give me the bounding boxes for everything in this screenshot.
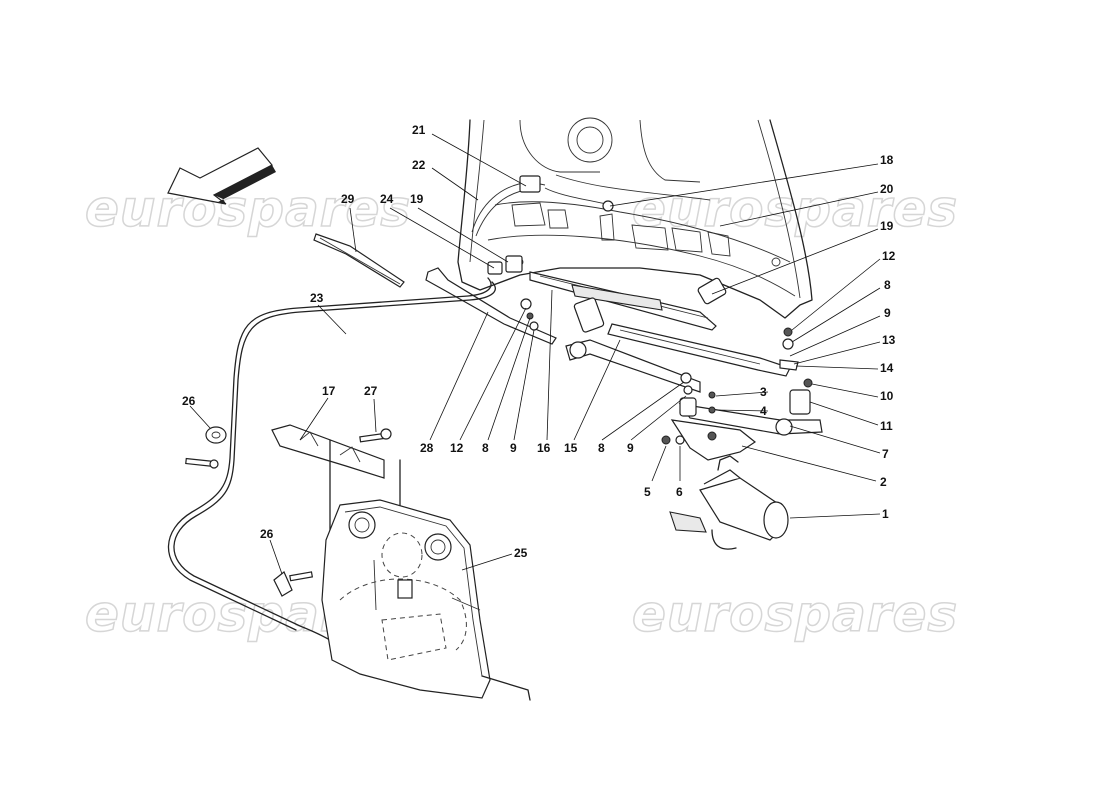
callout-17: 17	[322, 384, 336, 398]
callout-10: 10	[880, 389, 894, 403]
callout-labels: 21 22 29 24 19 18 20 19 12 8 9 13 14 10 …	[182, 123, 896, 560]
callout-22: 22	[412, 158, 426, 172]
wiper-blade-left	[313, 233, 405, 288]
callout-6: 6	[676, 485, 683, 499]
bonnet-panel	[457, 117, 813, 319]
callout-8-mid: 8	[598, 441, 605, 455]
washer-hose	[167, 277, 496, 653]
callout-2: 2	[880, 475, 887, 489]
callout-5: 5	[644, 485, 651, 499]
callout-19-left: 19	[410, 192, 424, 206]
callout-12-left: 12	[450, 441, 464, 455]
callout-15: 15	[564, 441, 578, 455]
wiper-linkage	[565, 339, 823, 461]
callout-13: 13	[882, 333, 896, 347]
wiper-arm-left	[425, 267, 557, 345]
leader-lines	[189, 133, 881, 575]
callout-18: 18	[880, 153, 894, 167]
wiper-motor	[669, 455, 789, 550]
callout-23: 23	[310, 291, 324, 305]
callout-25: 25	[514, 546, 528, 560]
callout-3: 3	[760, 385, 767, 399]
callout-19-right: 19	[880, 219, 894, 233]
callout-20: 20	[880, 182, 894, 196]
callout-9-right: 9	[884, 306, 891, 320]
pivot-assembly-right	[661, 327, 813, 445]
callout-4: 4	[760, 404, 767, 418]
callout-27: 27	[364, 384, 378, 398]
callout-1: 1	[882, 507, 889, 521]
mounting-bolt	[359, 428, 392, 443]
callout-8-right: 8	[884, 278, 891, 292]
callout-26-upper: 26	[182, 394, 196, 408]
callout-9-left: 9	[510, 441, 517, 455]
wiper-blade-right	[529, 271, 717, 331]
callout-14: 14	[880, 361, 894, 375]
callout-29: 29	[341, 192, 355, 206]
callout-9-mid: 9	[627, 441, 634, 455]
callout-8-left: 8	[482, 441, 489, 455]
pivot-fasteners-left	[520, 298, 539, 331]
callout-28: 28	[420, 441, 434, 455]
hose-clip-lower	[273, 571, 314, 597]
watermark-bottom-right: eurospares	[631, 584, 959, 644]
callout-11: 11	[880, 419, 893, 433]
washer-reservoir	[321, 499, 531, 701]
callout-16: 16	[537, 441, 551, 455]
callout-24: 24	[380, 192, 394, 206]
wiper-arm-right	[573, 297, 791, 377]
callout-21: 21	[412, 123, 426, 137]
callout-26-lower: 26	[260, 527, 274, 541]
direction-arrow-icon	[167, 147, 276, 205]
callout-7: 7	[882, 447, 889, 461]
callout-12-right: 12	[882, 249, 896, 263]
hose-clip-upper	[185, 426, 227, 469]
watermark-top-left: eurospares	[84, 179, 412, 239]
